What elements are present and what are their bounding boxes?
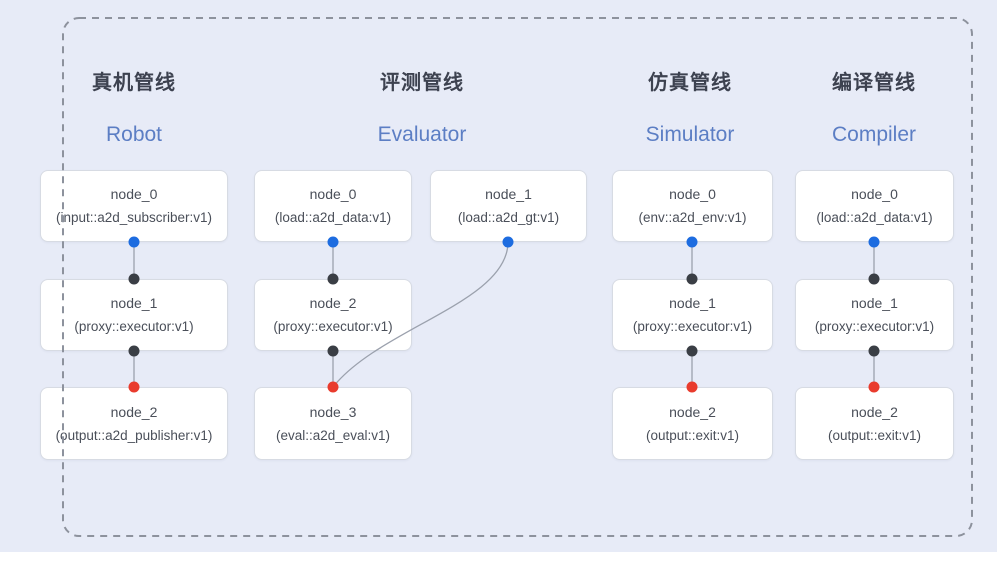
node-card-evaluator-node2: node_2 (proxy::executor:v1)	[254, 279, 412, 351]
pipeline-title-compiler-en: Compiler	[831, 123, 917, 146]
node-impl: (env::a2d_env:v1)	[638, 210, 747, 225]
node-card-compiler-node0: node_0 (load::a2d_data:v1)	[795, 170, 954, 242]
node-name: node_2	[110, 403, 158, 420]
node-name: node_0	[110, 186, 158, 202]
node-card-robot-node2: node_2 (output::a2d_publisher:v1)	[40, 387, 228, 460]
node-card-simulator-node0: node_0 (env::a2d_env:v1)	[612, 170, 773, 242]
node-name: node_0	[851, 186, 898, 202]
pipeline-title-compiler-cn: 编译管线	[832, 72, 916, 94]
node-impl: (output::exit:v1)	[645, 427, 740, 443]
node-impl: (load::a2d_data:v1)	[816, 210, 933, 225]
node-impl: (proxy::executor:v1)	[814, 319, 935, 334]
pipeline-title-evaluator-en: Evaluator	[377, 123, 467, 146]
node-impl: (load::a2d_data:v1)	[274, 210, 392, 225]
node-impl: (output::a2d_publisher:v1)	[55, 427, 213, 443]
node-card-evaluator-node1: node_1 (load::a2d_gt:v1)	[430, 170, 587, 242]
node-name: node_2	[669, 403, 716, 420]
node-name: node_1	[110, 295, 158, 311]
node-name: node_0	[669, 186, 716, 202]
node-card-evaluator-node3: node_3 (eval::a2d_eval:v1)	[254, 387, 412, 460]
node-name: node_2	[309, 295, 357, 311]
node-impl: (proxy::executor:v1)	[632, 319, 753, 334]
pipeline-title-evaluator-cn: 评测管线	[380, 72, 464, 94]
node-impl: (proxy::executor:v1)	[74, 319, 194, 334]
node-name: node_3	[309, 403, 357, 420]
node-card-simulator-node2: node_2 (output::exit:v1)	[612, 387, 773, 460]
node-card-simulator-node1: node_1 (proxy::executor:v1)	[612, 279, 773, 351]
node-card-robot-node1: node_1 (proxy::executor:v1)	[40, 279, 228, 351]
pipeline-title-robot-en: Robot	[105, 123, 163, 146]
node-impl: (load::a2d_gt:v1)	[457, 210, 560, 225]
node-card-robot-node0: node_0 (input::a2d_subscriber:v1)	[40, 170, 228, 242]
node-name: node_1	[851, 295, 898, 311]
node-name: node_1	[669, 295, 716, 311]
node-card-evaluator-node0: node_0 (load::a2d_data:v1)	[254, 170, 412, 242]
node-name: node_1	[485, 186, 532, 202]
node-name: node_2	[851, 403, 898, 420]
node-impl: (eval::a2d_eval:v1)	[275, 427, 391, 443]
node-card-compiler-node2: node_2 (output::exit:v1)	[795, 387, 954, 460]
pipeline-title-robot-cn: 真机管线	[92, 72, 176, 94]
node-impl: (proxy::executor:v1)	[273, 319, 393, 334]
node-impl: (output::exit:v1)	[827, 427, 922, 443]
node-name: node_0	[309, 186, 357, 202]
node-impl: (input::a2d_subscriber:v1)	[55, 210, 213, 225]
node-card-compiler-node1: node_1 (proxy::executor:v1)	[795, 279, 954, 351]
